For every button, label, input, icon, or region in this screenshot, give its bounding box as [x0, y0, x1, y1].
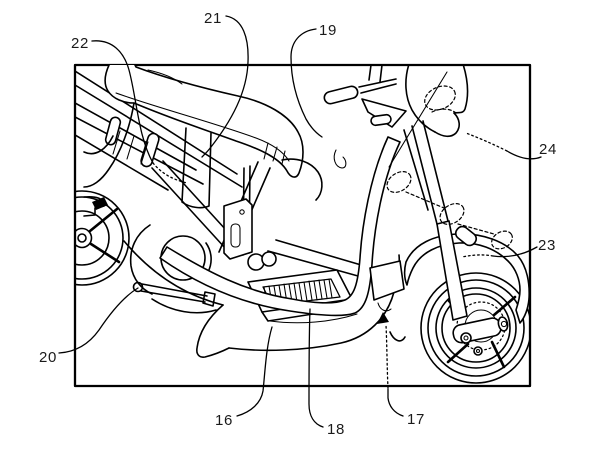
front-wheel: [420, 272, 530, 384]
leader-line-24: [506, 150, 542, 160]
leader-line-23: [492, 246, 538, 258]
front-hub: [452, 317, 502, 344]
swingarm-bolt: [132, 281, 144, 293]
ref-label-16: 16: [215, 412, 233, 429]
rear-wheel-spokes: [75, 207, 121, 264]
front-cowl: [386, 65, 513, 250]
fork-slider: [436, 220, 468, 321]
ref-label-23: 23: [538, 237, 556, 254]
frame-corner-bracket: [369, 260, 405, 312]
front-wheel-spokes: [446, 295, 517, 369]
brake-lever: [358, 78, 397, 94]
leader-line-21: [201, 15, 249, 158]
rear-rack: [75, 70, 243, 191]
leader-line-23-dotted: [461, 254, 494, 258]
reference-labels: 16 17 18 19 20 21 22 23 24: [39, 10, 557, 438]
front-fender: [403, 233, 530, 324]
leader-line-24-dotted: [465, 132, 508, 152]
handlebar-grip: [323, 85, 359, 105]
ref-label-17: 17: [407, 411, 425, 428]
ref-label-20: 20: [39, 349, 57, 366]
fork-boot: [454, 225, 478, 247]
steering-head-cover: [361, 98, 407, 128]
handlebar: [323, 65, 407, 169]
seat: [104, 65, 304, 178]
rear-wheel: [75, 190, 130, 286]
ref-label-19: 19: [319, 22, 337, 39]
leader-17-arrowhead: [377, 312, 389, 324]
ref-label-18: 18: [327, 421, 345, 438]
battery-box: [223, 198, 253, 260]
leader-line-18: [308, 308, 324, 428]
leader-line-20: [58, 287, 139, 354]
figure-frame: [73, 63, 532, 388]
leader-line-17-dotted: [385, 324, 389, 389]
leader-line-22-dotted: [152, 162, 188, 184]
ref-label-22: 22: [71, 35, 89, 52]
seat-shading: [263, 142, 286, 165]
ref-label-21: 21: [204, 10, 222, 27]
leader-line-16: [236, 326, 273, 417]
leader-line-22: [91, 40, 154, 164]
front-fork: [388, 71, 478, 321]
ref-label-24: 24: [539, 141, 557, 158]
main-frame-tube: [159, 136, 401, 317]
underseat-body: [83, 102, 369, 277]
scooter-drawing: [75, 65, 530, 384]
leader-line-17: [387, 388, 404, 417]
leader-lines: [58, 15, 542, 428]
leader-line-19: [290, 28, 323, 138]
cowl-hidden-detail: [424, 85, 456, 111]
